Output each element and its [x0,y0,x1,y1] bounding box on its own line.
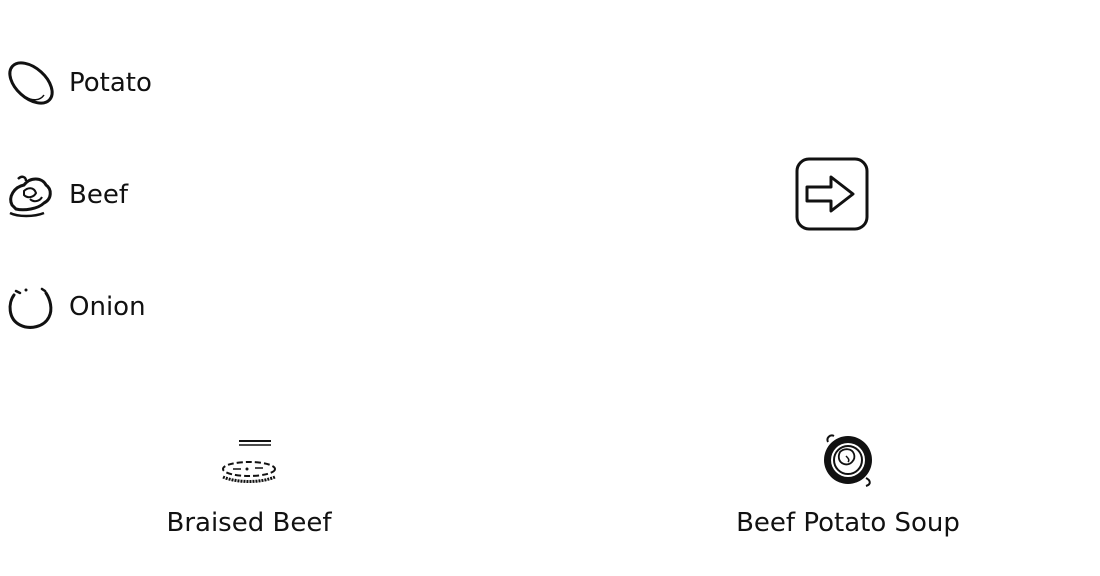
ingredient-label: Onion [69,292,146,322]
recipe-braised-beef[interactable]: Braised Beef [89,428,409,538]
recipe-label: Beef Potato Soup [736,508,960,538]
ingredient-beef[interactable]: Beef [4,169,128,221]
beef-icon [4,169,58,221]
ingredient-label: Beef [69,180,128,210]
right-arrow-icon [795,157,869,231]
ingredient-onion[interactable]: Onion [4,281,146,333]
potato-icon [4,57,58,109]
soup-pot-icon [688,428,1008,492]
ingredient-label: Potato [69,68,152,98]
recipe-label: Braised Beef [166,508,332,538]
ingredient-potato[interactable]: Potato [4,57,152,109]
combine-arrow-button[interactable] [795,157,869,231]
onion-icon [4,281,58,333]
recipe-beef-potato-soup[interactable]: Beef Potato Soup [688,428,1008,538]
braised-beef-icon [89,428,409,492]
